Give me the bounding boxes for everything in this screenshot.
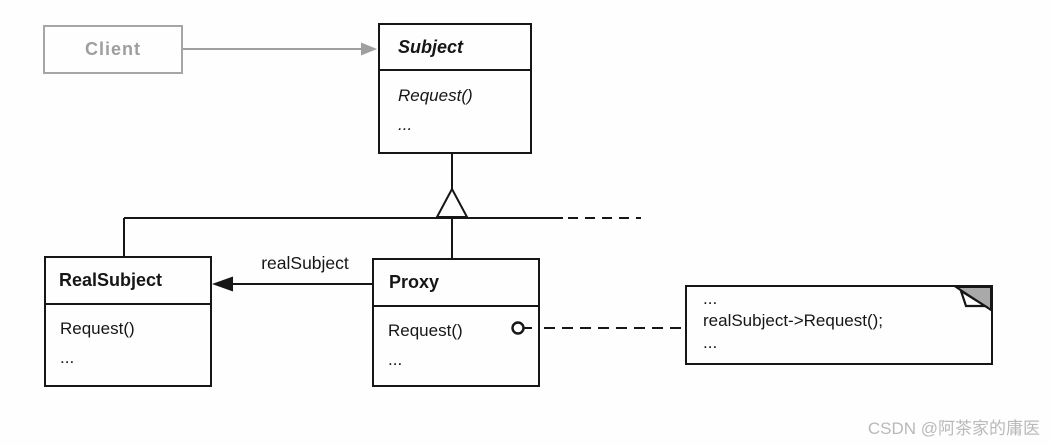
inheritance-triangle-icon: [435, 186, 469, 218]
subject-class-title: Subject: [380, 25, 530, 71]
association-arrowhead-icon: [212, 276, 233, 292]
proxy-class-title: Proxy: [374, 260, 538, 307]
subject-method-ellipsis: ...: [398, 115, 413, 134]
watermark-text: CSDN @阿茶家的庸医: [867, 419, 1040, 438]
client-class-box: Client: [43, 25, 183, 74]
realsubject-methods: Request() ...: [46, 305, 210, 372]
proxy-method-request: Request(): [388, 321, 463, 340]
association-label-realsubject: realSubject: [261, 253, 349, 273]
client-subject-arrowhead-icon: [361, 42, 377, 56]
realsubject-class-title: RealSubject: [46, 258, 210, 305]
implementation-note-box: ... realSubject->Request(); ...: [685, 285, 993, 365]
note-line-ellipsis-bottom: ...: [703, 333, 718, 352]
client-class-title: Client: [84, 39, 141, 59]
realsubject-class-box: RealSubject Request() ...: [44, 256, 212, 387]
subject-class-box: Subject Request() ...: [378, 23, 532, 154]
proxy-class-box: Proxy Request() ...: [372, 258, 540, 387]
subject-methods: Request() ...: [380, 71, 530, 139]
realsubject-method-ellipsis: ...: [60, 348, 75, 367]
subject-method-request: Request(): [398, 86, 473, 105]
realsubject-method-request: Request(): [60, 319, 135, 338]
note-line-ellipsis-top: ...: [703, 289, 718, 308]
proxy-method-ellipsis: ...: [388, 350, 403, 369]
note-line-code: realSubject->Request();: [703, 311, 884, 330]
proxy-methods: Request() ...: [374, 307, 538, 374]
